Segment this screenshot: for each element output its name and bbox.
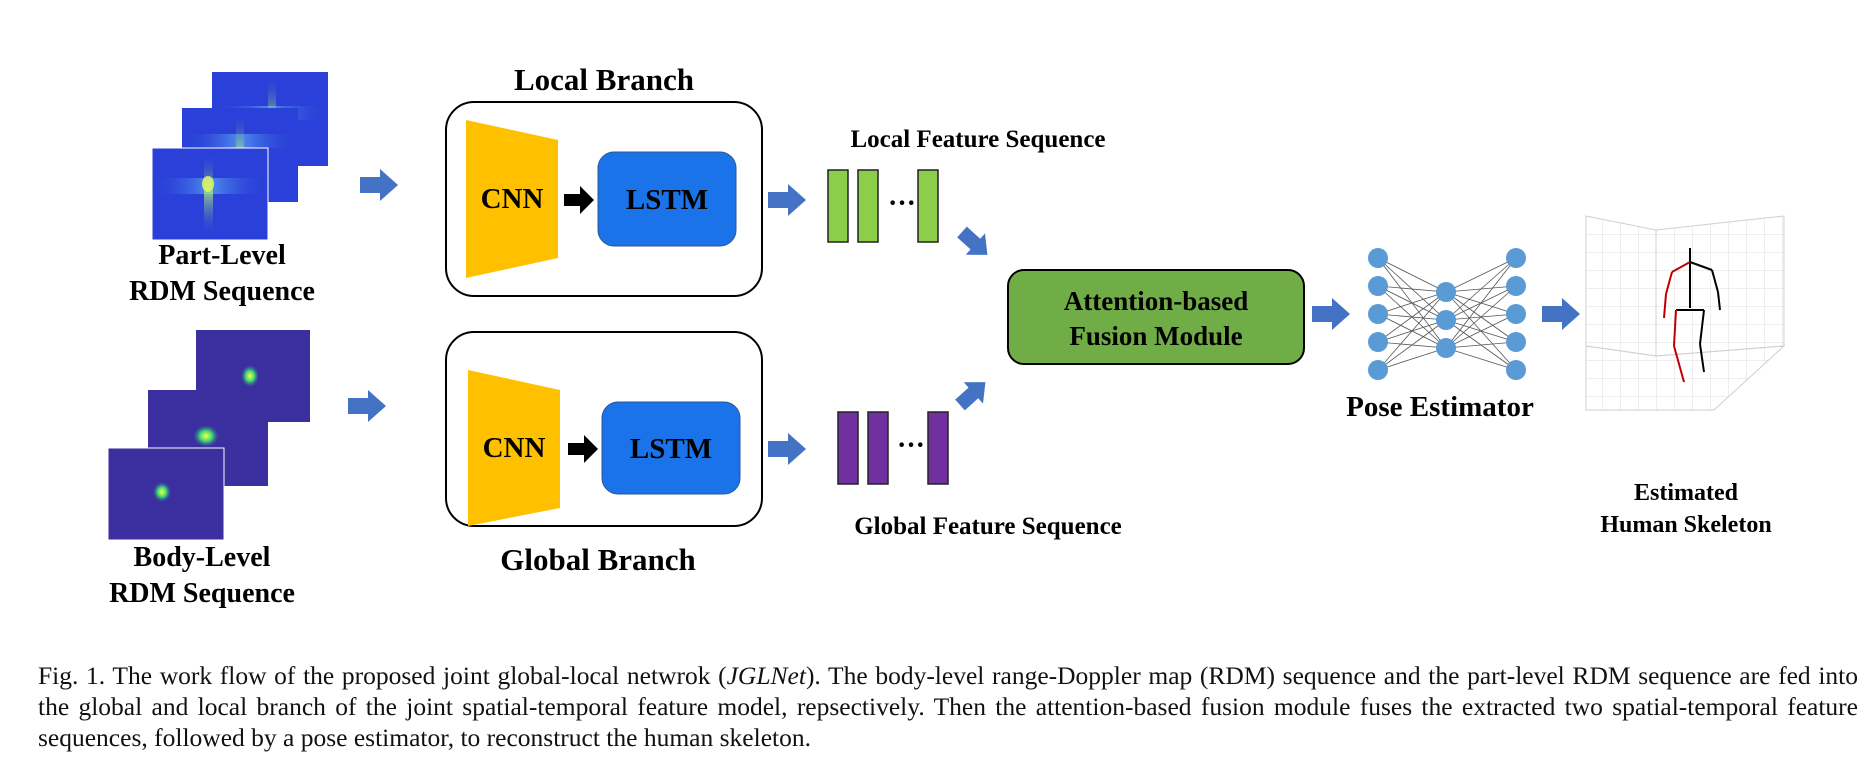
body-level-label-1: Body-Level (134, 542, 271, 573)
output-node (1506, 360, 1526, 380)
fusion-module-box[interactable] (1007, 269, 1305, 365)
part-level-label-2: RDM Sequence (129, 276, 315, 307)
global-feature-bar-n (927, 411, 949, 485)
hidden-node (1436, 282, 1456, 302)
part-input-arrow (360, 169, 398, 201)
skeleton-label-2: Human Skeleton (1600, 512, 1771, 538)
global-lstm-block[interactable] (601, 401, 741, 495)
global-cnn-to-lstm-arrow (568, 435, 598, 463)
pose-estimator-network (1377, 257, 1517, 371)
global-lstm-label: LSTM (630, 433, 712, 465)
global-feature-ellipsis: ··· (897, 430, 925, 461)
body-level-label-2: RDM Sequence (109, 578, 295, 609)
input-node (1368, 332, 1388, 352)
local-cnn-to-lstm-arrow (564, 186, 594, 214)
hidden-node (1436, 310, 1456, 330)
part-rdm-frame-1 (151, 147, 269, 241)
output-node (1506, 304, 1526, 324)
caption-emphasis: JGLNet (726, 661, 806, 690)
local-feature-bar-2 (857, 169, 879, 243)
local-feature-ellipsis: ··· (888, 188, 916, 219)
pose-estimator-label: Pose Estimator (1346, 391, 1534, 423)
local-lstm-label: LSTM (626, 184, 708, 216)
fusion-module-label-1: Attention-based (1064, 286, 1249, 316)
caption-prefix: Fig. 1. The work flow of the proposed jo… (38, 661, 727, 690)
global-output-arrow (768, 433, 806, 465)
body-level-rdm-stack (107, 330, 310, 541)
input-node (1368, 360, 1388, 380)
input-node (1368, 304, 1388, 324)
local-feature-label: Local Feature Sequence (850, 126, 1105, 153)
figure-caption: Fig. 1. The work flow of the proposed jo… (38, 660, 1858, 753)
caption-suffix: ). The body-level range-Doppler map (RDM… (38, 661, 1858, 752)
input-node (1368, 276, 1388, 296)
body-input-arrow (348, 390, 386, 422)
local-feature-bar-n (917, 169, 939, 243)
local-cnn-label: CNN (481, 183, 544, 215)
global-cnn-label: CNN (483, 432, 546, 464)
local-lstm-block[interactable] (597, 151, 737, 247)
global-feature-bar-1 (837, 411, 859, 485)
output-node (1506, 276, 1526, 296)
workflow-figure: Part-Level RDM Sequence Body-Level RDM S… (107, 62, 1786, 609)
local-output-arrow (768, 184, 806, 216)
global-branch-title: Global Branch (500, 542, 696, 577)
pose-estimator-nodes (1368, 248, 1526, 380)
local-branch-title: Local Branch (514, 62, 694, 97)
hidden-node (1436, 338, 1456, 358)
global-feature-bar-2 (867, 411, 889, 485)
output-node (1506, 332, 1526, 352)
global-feature-label: Global Feature Sequence (854, 513, 1122, 540)
local-feature-bar-1 (827, 169, 849, 243)
global-to-fusion-arrow (950, 371, 996, 416)
fusion-output-arrow (1312, 298, 1350, 330)
global-cnn-block (468, 370, 560, 526)
skeleton-figure (1663, 248, 1721, 383)
pose-output-arrow (1542, 298, 1580, 330)
output-node (1506, 248, 1526, 268)
part-level-label-1: Part-Level (158, 240, 286, 271)
skeleton-plot (1585, 215, 1786, 411)
part-level-rdm-stack (151, 72, 328, 241)
skeleton-label-1: Estimated (1634, 480, 1739, 506)
local-cnn-block (466, 120, 558, 278)
body-rdm-frame-1 (107, 447, 225, 541)
input-node (1368, 248, 1388, 268)
local-to-fusion-arrow (952, 221, 998, 266)
fusion-module-label-2: Fusion Module (1069, 321, 1242, 351)
